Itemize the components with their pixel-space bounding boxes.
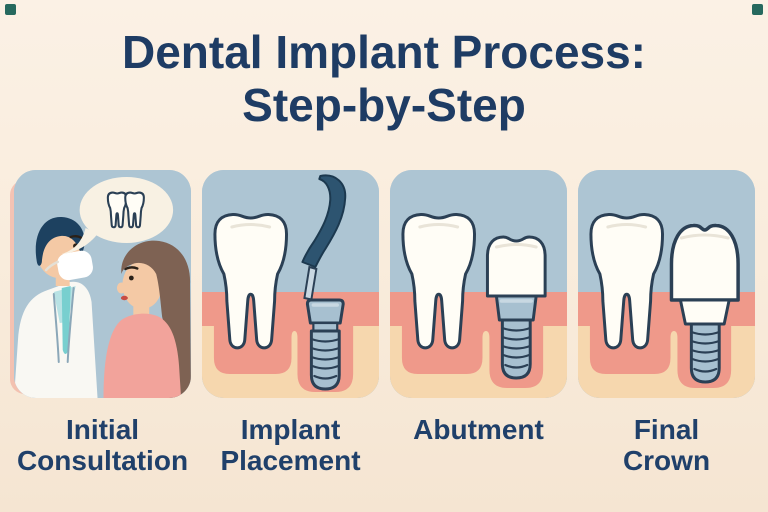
step-panel-final-crown <box>578 170 755 398</box>
consultation-illustration <box>14 170 191 398</box>
dentist-patient-scene <box>14 170 191 398</box>
face-mask-icon <box>44 250 93 281</box>
corner-mark <box>752 4 763 15</box>
page-title-line1: Dental Implant Process: <box>121 26 647 78</box>
step-label-line: Abutment <box>413 414 544 445</box>
final-crown-scene <box>578 170 755 398</box>
step-label-final-crown: Final Crown <box>578 414 755 476</box>
implant-placement-illustration <box>202 170 379 398</box>
step-panel-abutment <box>390 170 567 398</box>
step-label-line: Placement <box>220 445 361 476</box>
patient-figure <box>103 240 191 398</box>
step-labels-row: Initial Consultation Implant Placement A… <box>14 414 755 476</box>
implant-screw-icon <box>689 322 721 384</box>
step-label-implant-placement: Implant Placement <box>202 414 379 476</box>
speech-bubble-icon <box>61 177 174 254</box>
implant-screw-icon <box>500 318 532 380</box>
header: Dental Implant Process: Step-by-Step <box>0 26 768 132</box>
step-label-line: Final <box>633 414 700 445</box>
step-panel-initial-consultation <box>10 170 191 398</box>
step-label-line: Consultation <box>16 445 189 476</box>
abutment-icon <box>485 235 547 380</box>
implant-screw-icon <box>305 298 345 391</box>
step-label-line: Crown <box>622 445 711 476</box>
step-label-initial-consultation: Initial Consultation <box>14 414 191 476</box>
abutment-scene <box>390 170 567 398</box>
dentist-hair <box>35 216 85 266</box>
page-title-line2: Step-by-Step <box>242 79 526 131</box>
step-label-line: Implant <box>240 414 341 445</box>
implant-placement-scene <box>202 170 379 398</box>
page-title: Dental Implant Process: Step-by-Step <box>0 26 768 132</box>
abutment-illustration <box>390 170 567 398</box>
step-panel-implant-placement <box>202 170 379 398</box>
step-label-abutment: Abutment <box>390 414 567 476</box>
steps-row <box>10 170 755 398</box>
step-label-line: Initial <box>65 414 140 445</box>
dentist-figure <box>14 216 98 398</box>
corner-mark <box>5 4 16 15</box>
crown-icon <box>669 223 740 384</box>
final-crown-illustration <box>578 170 755 398</box>
